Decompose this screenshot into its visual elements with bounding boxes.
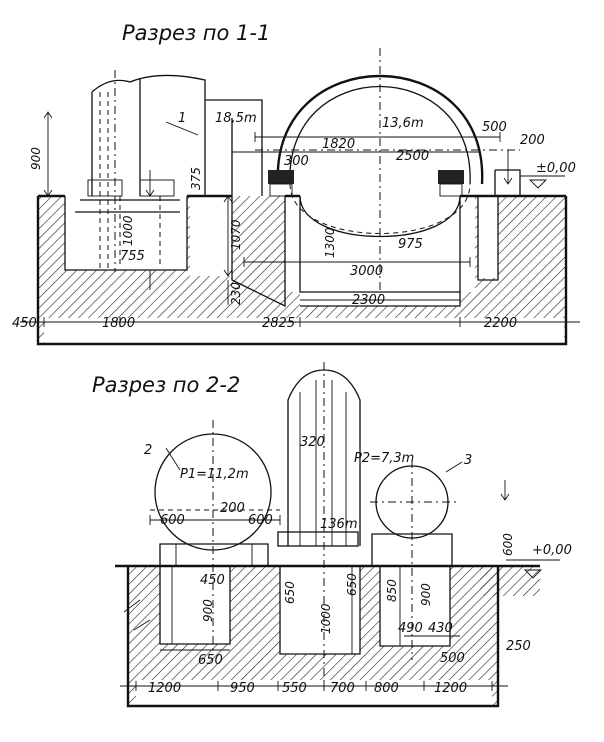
dim-490: 490 bbox=[398, 621, 423, 636]
dim-600: 600 bbox=[501, 533, 515, 556]
dim-755: 755 bbox=[120, 249, 145, 264]
dimension-lines-1 bbox=[20, 111, 580, 327]
dim-600-left: 600 bbox=[160, 513, 185, 528]
dimension-lines-2 bbox=[120, 515, 560, 691]
dim-2300: 2300 bbox=[352, 293, 385, 308]
vessel-2 bbox=[150, 420, 280, 650]
tower-structure-2 bbox=[277, 362, 361, 690]
radius-p1: P1=11,2m bbox=[180, 467, 249, 482]
dim-600-right: 600 bbox=[248, 513, 273, 528]
middle-pit bbox=[231, 196, 286, 308]
dim-320: 320 bbox=[300, 435, 325, 450]
circular-vessel bbox=[255, 48, 521, 300]
dim-800: 800 bbox=[374, 681, 399, 696]
dim-2200: 2200 bbox=[484, 316, 517, 331]
dim-500: 500 bbox=[440, 651, 465, 666]
level-zero-2: +0,00 bbox=[532, 543, 572, 558]
dim-500: 500 bbox=[482, 120, 507, 135]
dim-1200-right: 1200 bbox=[434, 681, 467, 696]
section-1-title: Разрез по 1-1 bbox=[122, 21, 270, 45]
dim-1070: 1070 bbox=[229, 219, 243, 250]
section-2-2: Разрез по 2-2 bbox=[92, 362, 572, 708]
dim-1000: 1000 bbox=[121, 215, 135, 246]
dim-2825: 2825 bbox=[262, 316, 295, 331]
dim-1300: 1300 bbox=[323, 227, 337, 258]
dim-650-right: 650 bbox=[345, 573, 359, 596]
dim-900: 900 bbox=[29, 147, 43, 170]
dim-850: 850 bbox=[385, 579, 399, 602]
dim-900-right: 900 bbox=[419, 583, 433, 606]
marker-3: 3 bbox=[464, 453, 472, 468]
dim-650-middle: 650 bbox=[283, 581, 297, 604]
radius-p2: P2=7,3m bbox=[354, 451, 414, 466]
dim-650-left: 650 bbox=[198, 653, 223, 668]
dim-1000: 1000 bbox=[319, 603, 333, 634]
dim-900-left: 900 bbox=[201, 599, 215, 622]
dim-450: 450 bbox=[200, 573, 225, 588]
vessel-3 bbox=[370, 460, 510, 660]
dim-450: 450 bbox=[12, 316, 37, 331]
dim-550: 550 bbox=[282, 681, 307, 696]
elevation-18-5m: 18,5m bbox=[215, 111, 257, 126]
pit-left-2 bbox=[159, 566, 231, 645]
tower-structure-1 bbox=[75, 70, 263, 272]
centre-pit bbox=[299, 196, 461, 293]
dim-136m: 136m bbox=[320, 517, 357, 532]
dim-1800: 1800 bbox=[102, 316, 135, 331]
dim-950: 950 bbox=[230, 681, 255, 696]
dim-2500: 2500 bbox=[396, 149, 429, 164]
dim-200: 200 bbox=[220, 501, 245, 516]
marker-2: 2 bbox=[144, 443, 152, 458]
section-1-1: Разрез по 1-1 bbox=[12, 21, 580, 346]
right-pit bbox=[477, 196, 499, 281]
marker-1: 1 bbox=[178, 111, 186, 126]
dim-200: 200 bbox=[520, 133, 545, 148]
dim-1200-left: 1200 bbox=[148, 681, 181, 696]
dim-1820: 1820 bbox=[322, 137, 355, 152]
pit-right-2 bbox=[379, 566, 451, 647]
dim-375: 375 bbox=[189, 167, 203, 190]
dim-3000: 3000 bbox=[350, 264, 383, 279]
dim-230: 230 bbox=[229, 282, 243, 305]
foundation-outline-2 bbox=[126, 566, 500, 708]
dim-975: 975 bbox=[398, 237, 423, 252]
dim-700: 700 bbox=[330, 681, 355, 696]
dim-300: 300 bbox=[284, 154, 309, 169]
dim-430: 430 bbox=[428, 621, 453, 636]
section-2-title: Разрез по 2-2 bbox=[92, 373, 240, 397]
vessel-diameter: 13,6m bbox=[382, 116, 424, 131]
centre-pit-bottom bbox=[300, 292, 461, 307]
foundation-outline-1 bbox=[36, 196, 568, 346]
left-pit bbox=[64, 196, 188, 271]
pit-centre-2 bbox=[279, 566, 361, 655]
dim-250: 250 bbox=[506, 639, 531, 654]
level-zero-1: ±0,00 bbox=[536, 161, 576, 176]
